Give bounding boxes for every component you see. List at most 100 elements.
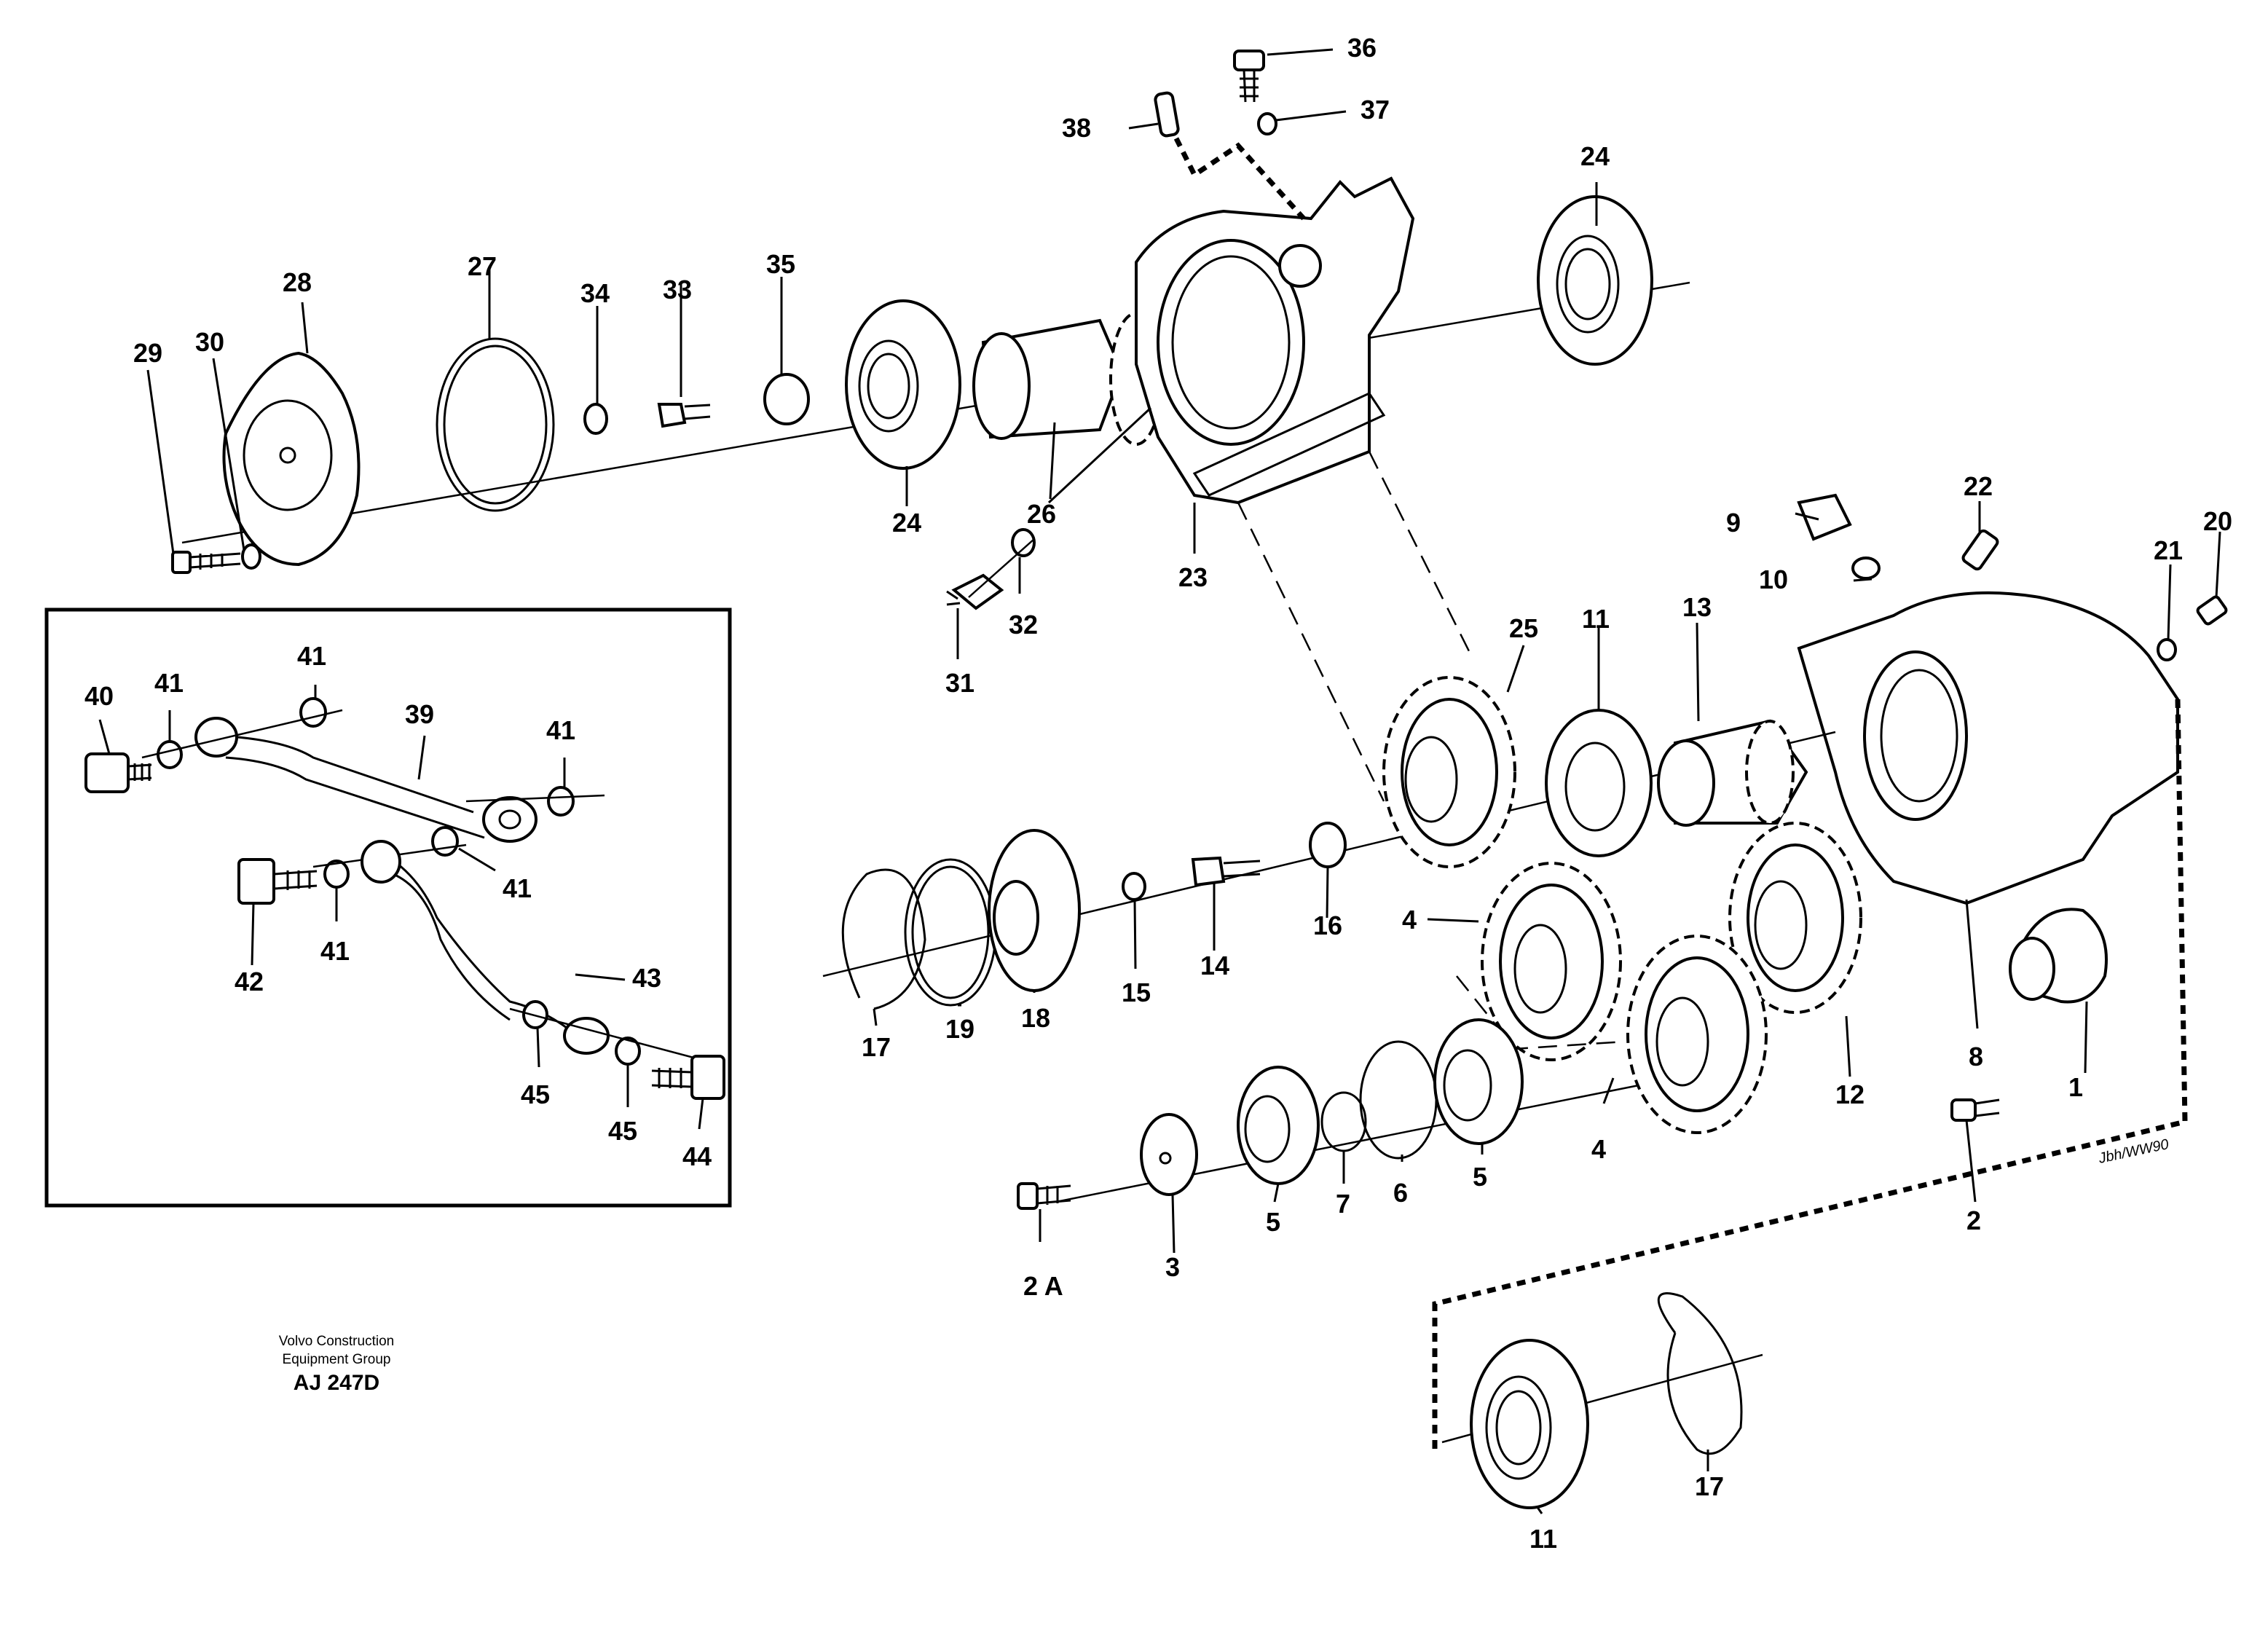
label-29: 29	[133, 338, 162, 368]
label-16: 16	[1313, 911, 1342, 940]
label-41: 41	[546, 715, 575, 745]
bearing-11-bottom	[1470, 1339, 1589, 1509]
banjo-fitting	[563, 1017, 610, 1055]
housing-23	[1135, 50, 1415, 505]
label-27: 27	[468, 251, 497, 281]
ring-7	[1320, 1091, 1367, 1152]
label-39: 39	[405, 699, 434, 729]
bottom-detail	[1441, 1292, 1763, 1509]
label-2A: 2 A	[1023, 1271, 1063, 1301]
sensor-14	[1191, 856, 1226, 887]
label-43: 43	[632, 963, 661, 993]
lower-row	[1017, 1018, 1639, 1210]
sensor-33	[657, 403, 687, 428]
bolt-36	[1233, 50, 1265, 71]
label-23: 23	[1178, 562, 1208, 592]
footer: Volvo Construction Equipment Group AJ 24…	[279, 1334, 394, 1395]
label-4: 4	[1402, 905, 1417, 935]
label-11: 11	[1582, 604, 1610, 634]
washer-15	[1122, 872, 1146, 901]
washer-41	[431, 826, 459, 857]
washer-37	[1257, 112, 1277, 135]
washer-41	[157, 740, 183, 769]
bearing-5-second	[1433, 1018, 1524, 1145]
label-32: 32	[1009, 610, 1038, 640]
label-25: 25	[1509, 613, 1538, 643]
label-17-bottom: 17	[1695, 1471, 1724, 1501]
label-12: 12	[1835, 1079, 1865, 1109]
bolt-2A	[1017, 1182, 1039, 1210]
pin-38	[1154, 91, 1180, 138]
label-6: 6	[1393, 1178, 1408, 1208]
cover-assembly	[171, 281, 1690, 610]
label-38: 38	[1062, 113, 1091, 143]
label-33: 33	[663, 275, 692, 304]
label-41: 41	[297, 641, 326, 671]
label-45: 45	[608, 1116, 637, 1146]
bolt-2	[1950, 1098, 1977, 1122]
label-36: 36	[1347, 33, 1377, 63]
bearing-24-right	[1537, 195, 1653, 366]
plug-9	[1797, 493, 1852, 541]
housing-8	[1432, 493, 2228, 1450]
label-24: 24	[892, 508, 921, 538]
label-11-bottom: 11	[1529, 1524, 1557, 1554]
label-31: 31	[945, 668, 974, 698]
company-line2: Equipment Group	[283, 1352, 391, 1367]
label-8: 8	[1969, 1042, 1983, 1071]
bolt-44	[690, 1055, 725, 1100]
washer-30	[241, 543, 261, 570]
housing-8-body	[1797, 591, 2179, 905]
label-21: 21	[2154, 535, 2183, 565]
sensor-31	[951, 573, 1004, 610]
label-20: 20	[2203, 506, 2232, 536]
label-10: 10	[1759, 565, 1788, 594]
signature: Jbh/WW90	[2096, 1136, 2170, 1167]
bolt-29	[171, 551, 192, 574]
label-7: 7	[1336, 1189, 1350, 1219]
leader-lines	[146, 48, 2221, 1514]
o-ring-27	[436, 337, 555, 512]
washer-34	[583, 403, 608, 435]
label-14: 14	[1200, 951, 1229, 980]
o-ring-19	[904, 858, 997, 1007]
label-44: 44	[682, 1141, 712, 1171]
label-41: 41	[503, 873, 532, 903]
bolt-42	[237, 858, 275, 905]
gear-train	[822, 676, 1862, 1134]
label-5: 5	[1266, 1207, 1280, 1237]
washer-10	[1851, 556, 1881, 580]
label-45: 45	[521, 1079, 550, 1109]
washer-32	[1011, 528, 1036, 557]
label-26: 26	[1027, 499, 1056, 529]
pipe-39	[218, 734, 474, 814]
label-40: 40	[84, 681, 114, 711]
circlip-17-bottom	[1657, 1292, 1743, 1455]
label-22: 22	[1964, 471, 1993, 501]
banjo-fitting	[194, 717, 238, 758]
washer-41	[299, 697, 327, 728]
banjo-fitting	[482, 796, 538, 843]
bearing-5	[1237, 1066, 1320, 1185]
label-3: 3	[1165, 1252, 1180, 1282]
inset-pipe-assembly	[44, 607, 732, 1208]
label-24: 24	[1580, 141, 1610, 171]
label-5: 5	[1473, 1162, 1487, 1192]
part-labels: 1 2 2 A 3 4 4 5 5 6 7 8 9 10 11 11 11 12…	[84, 33, 2232, 1554]
label-2: 2	[1966, 1206, 1981, 1235]
washer-21	[2157, 638, 2177, 661]
label-4: 4	[1591, 1134, 1606, 1164]
bolt-20	[2196, 595, 2228, 626]
washer-41	[547, 786, 575, 817]
label-30: 30	[195, 327, 224, 357]
bearing-11	[1545, 709, 1653, 857]
reference-code: AJ 247D	[294, 1371, 379, 1395]
bushing-35	[763, 373, 810, 425]
company-line1: Volvo Construction	[279, 1334, 394, 1349]
bearing-24	[845, 299, 961, 470]
label-37: 37	[1361, 95, 1390, 125]
label-9: 9	[1726, 508, 1741, 538]
circlip-6	[1359, 1040, 1438, 1160]
